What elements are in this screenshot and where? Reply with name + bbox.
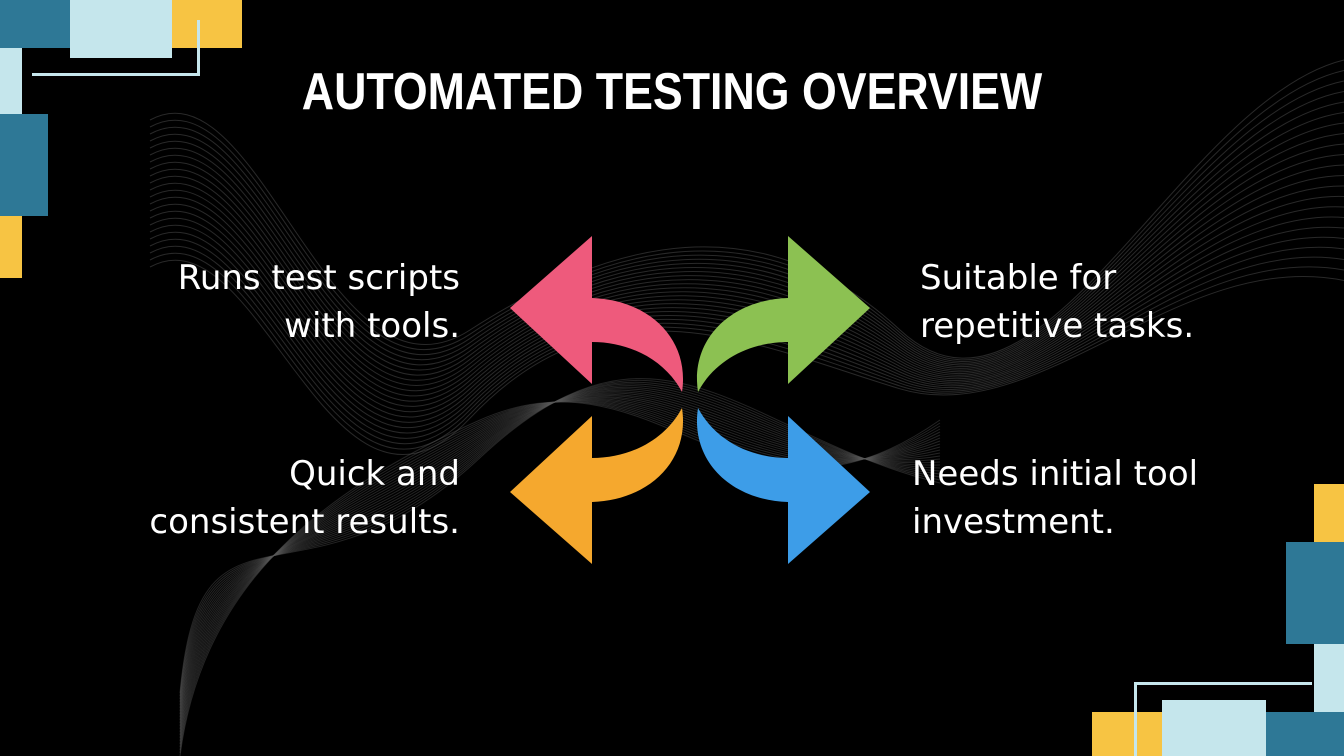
wave-line (179, 397, 941, 736)
wave-line (149, 185, 1344, 407)
deco-block-lightblue-top (70, 0, 172, 58)
item-text-top-left: Runs test scripts with tools. (178, 254, 460, 350)
wave-line (179, 397, 941, 733)
wave-line (179, 399, 941, 742)
item-text-top-right: Suitable for repetitive tasks. (920, 254, 1194, 350)
wave-line (179, 385, 941, 706)
wave-line (179, 383, 941, 703)
wave-line (179, 393, 941, 724)
item-text-line: investment. (912, 502, 1115, 542)
wave-line (149, 224, 1344, 429)
item-text-line: with tools. (284, 306, 460, 346)
deco-block-lightblue-left (0, 48, 22, 114)
wave-line (149, 238, 1344, 439)
item-text-line: Runs test scripts (177, 258, 460, 298)
arrow-curved-up-left-icon (510, 236, 684, 392)
wave-line (179, 398, 941, 739)
page-title: AUTOMATED TESTING OVERVIEW (301, 63, 1043, 121)
item-text-line: Suitable for (920, 258, 1117, 298)
deco-block-yellow-top (172, 0, 242, 48)
wave-line (149, 122, 1344, 376)
deco-block-teal-right (1286, 542, 1344, 644)
wave-line (149, 133, 1344, 381)
deco-block-yellow-bottom (1092, 712, 1162, 756)
deco-block-lightblue-right (1314, 644, 1344, 714)
wave-line (179, 395, 941, 727)
wave-line (149, 91, 1344, 364)
wave-line (149, 59, 1344, 359)
wave-line (179, 389, 941, 715)
deco-frame-line-bottomright (1134, 682, 1312, 756)
wave-line (179, 396, 941, 730)
deco-block-yellow-left (0, 216, 22, 278)
arrow-curved-down-left-icon (510, 408, 684, 564)
wave-line (149, 206, 1344, 418)
wave-line (149, 231, 1344, 434)
wave-line (179, 388, 941, 712)
wave-line (179, 386, 941, 709)
deco-block-teal-top (0, 0, 70, 48)
wave-line (149, 216, 1344, 423)
wave-line (179, 380, 941, 697)
item-text-line: repetitive tasks. (920, 306, 1195, 346)
deco-frame-line-topleft (32, 20, 200, 76)
wave-line (149, 164, 1344, 397)
item-text-line: Quick and (289, 454, 460, 494)
wave-line (149, 154, 1344, 391)
wave-line (149, 143, 1344, 386)
wave-line (149, 70, 1344, 361)
arrow-curved-up-right-icon (696, 236, 870, 392)
item-text-line: Needs initial tool (912, 454, 1199, 494)
wave-line (149, 175, 1344, 402)
arrow-curved-down-right-icon (696, 408, 870, 564)
item-text-bottom-left: Quick and consistent results. (149, 450, 460, 546)
item-text-line: consistent results. (149, 502, 460, 542)
wave-line (179, 392, 941, 721)
deco-block-yellow-right (1314, 484, 1344, 542)
wave-line (179, 378, 941, 694)
deco-block-lightblue-bottom (1162, 700, 1266, 756)
wave-line (179, 381, 941, 700)
wave-line (149, 80, 1344, 363)
deco-block-teal-left (0, 114, 48, 216)
wave-line (149, 195, 1344, 413)
item-text-bottom-right: Needs initial tool investment. (912, 450, 1198, 546)
wave-line (149, 112, 1344, 371)
deco-block-teal-bottom (1266, 712, 1344, 756)
wave-line (149, 101, 1344, 366)
wave-line (179, 391, 941, 718)
